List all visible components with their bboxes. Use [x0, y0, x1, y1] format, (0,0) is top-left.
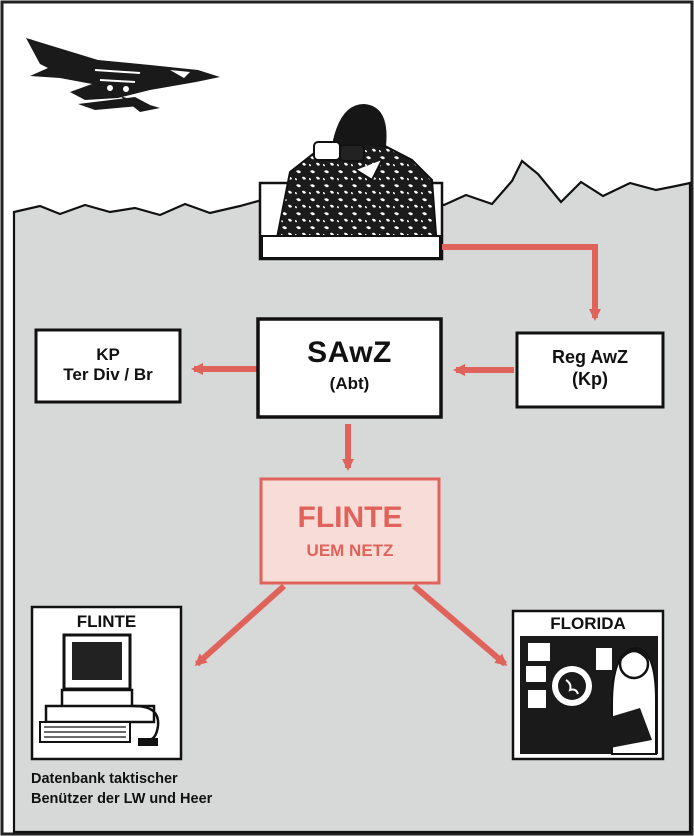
- kp-box: [34, 328, 182, 404]
- soldier-binoculars-icon: [258, 104, 444, 261]
- arrow-flinte-to-florida: [412, 583, 508, 667]
- kp-label-line1: KP: [96, 345, 120, 364]
- caption-line2: Benützer der LW und Heer: [31, 790, 213, 807]
- flinte-net-box: [259, 477, 441, 585]
- caption-line1: Datenbank taktischer: [31, 771, 178, 787]
- flinte-net-label-line2: UEM NETZ: [306, 541, 394, 560]
- jet-aircraft-icon: [26, 38, 220, 112]
- arrow-flinte-to-terminal: [194, 583, 287, 667]
- flinte-terminal-title: FLINTE: [76, 612, 137, 631]
- flinte-net-label-line1: FLINTE: [297, 501, 403, 534]
- kp-label-line2: Ter Div / Br: [63, 365, 153, 384]
- computer-terminal-icon: [30, 605, 183, 761]
- reg-awz-box: [515, 331, 665, 409]
- flow-arrows: [191, 244, 601, 667]
- arrow-observer-to-reg: [442, 244, 601, 321]
- sawz-label-line1: SAwZ: [307, 336, 392, 369]
- reg-awz-label-line2: (Kp): [572, 369, 608, 389]
- reg-awz-label-line1: Reg AwZ: [551, 347, 628, 367]
- database-caption: Datenbank taktischer Benützer der LW und…: [31, 770, 212, 809]
- florida-console-title: FLORIDA: [550, 614, 626, 633]
- radar-operator-icon: [511, 609, 665, 761]
- sawz-box: [256, 317, 443, 419]
- sawz-label-line2: (Abt): [329, 374, 370, 393]
